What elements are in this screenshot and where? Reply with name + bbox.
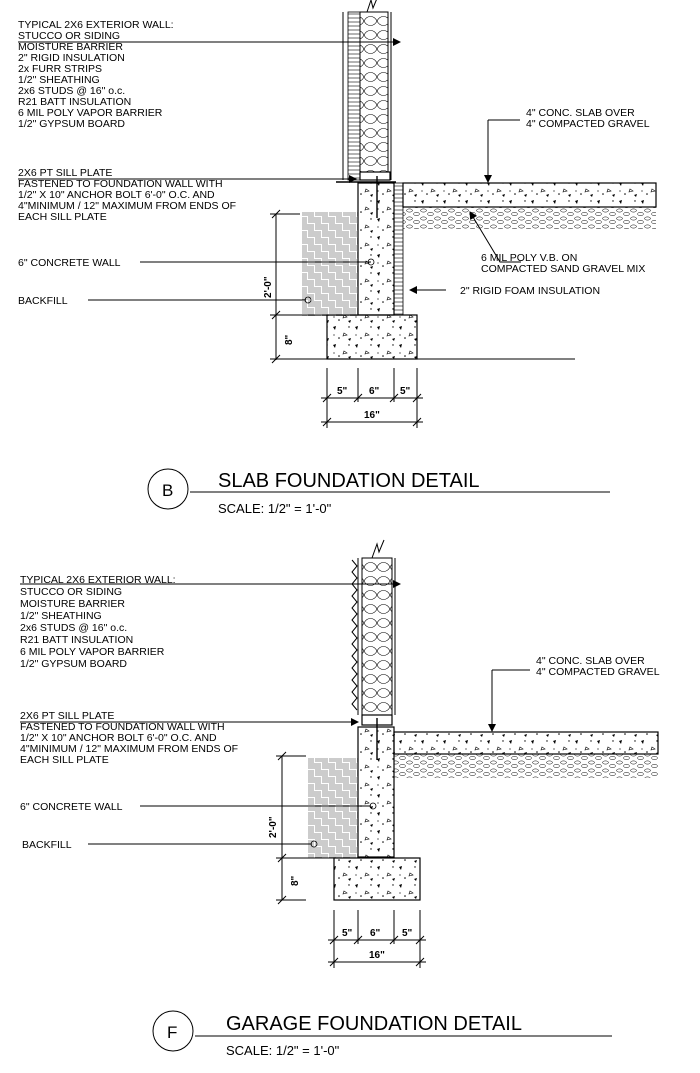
note-line: 1/2" X 10" ANCHOR BOLT 6'-0" O.C. AND (20, 732, 217, 744)
backfill-label-b: BACKFILL (18, 295, 68, 307)
dim-5a-b: 5" (337, 386, 348, 397)
break-line-f (371, 539, 385, 559)
note-line: 6 MIL POLY V.B. ON (481, 252, 577, 264)
note-line: R21 BATT INSULATION (18, 96, 131, 108)
note-line: 2x FURR STRIPS (18, 63, 102, 75)
dim-height-f: 2'-0" (268, 816, 279, 838)
backfill-label-f: BACKFILL (22, 839, 72, 851)
gravel-f (394, 754, 658, 778)
dim-16-b: 16" (364, 410, 380, 421)
footing-b (326, 314, 418, 360)
detail-f-garage-foundation (20, 539, 659, 1052)
concrete-wall-label-b: 6" CONCRETE WALL (18, 257, 121, 269)
backfill-b (302, 212, 358, 316)
scale-f: SCALE: 1/2" = 1'-0" (226, 1043, 340, 1058)
note-line: 2X6 PT SILL PLATE (18, 167, 112, 179)
dim-height-b: 2'-0" (263, 276, 274, 298)
note-line: 4" CONC. SLAB OVER (536, 655, 645, 667)
wall-notes-f: TYPICAL 2X6 EXTERIOR WALL:STUCCO OR SIDI… (20, 574, 176, 670)
note-line: EACH SILL PLATE (20, 754, 109, 766)
note-line: FASTENED TO FOUNDATION WALL WITH (18, 178, 223, 190)
rigid-insulation-b (347, 11, 361, 181)
note-line: 1/2" SHEATHING (20, 610, 102, 622)
note-line: 1/2" SHEATHING (18, 74, 100, 86)
note-line: 2X6 PT SILL PLATE (20, 710, 114, 722)
dim-6-b: 6" (369, 386, 380, 397)
stud-batt-b (359, 11, 389, 181)
wall-notes-b: TYPICAL 2X6 EXTERIOR WALL:STUCCO OR SIDI… (18, 19, 174, 130)
footing-f (333, 857, 421, 901)
dim-footing-f: 8" (290, 875, 301, 886)
vb-leader-b (469, 211, 521, 263)
sill-plate-b (359, 171, 391, 181)
backfill-f (308, 758, 358, 858)
title-f: GARAGE FOUNDATION DETAIL (226, 1013, 522, 1035)
note-line: R21 BATT INSULATION (20, 634, 133, 646)
detail-letter-f: F (167, 1023, 177, 1042)
concrete-wall-label-f: 6" CONCRETE WALL (20, 801, 123, 813)
scale-b: SCALE: 1/2" = 1'-0" (218, 501, 332, 516)
note-line: 4"MINIMUM / 12" MAXIMUM FROM ENDS OF (18, 200, 236, 212)
note-line: 4"MINIMUM / 12" MAXIMUM FROM ENDS OF (20, 743, 238, 755)
note-line: MOISTURE BARRIER (20, 598, 125, 610)
note-line: 1/2" GYPSUM BOARD (18, 118, 125, 130)
note-line: FASTENED TO FOUNDATION WALL WITH (20, 721, 225, 733)
slab-b (402, 182, 657, 208)
dim-5b-f: 5" (402, 928, 413, 939)
dim-5b-b: 5" (400, 386, 411, 397)
slab-f (393, 731, 659, 755)
note-line: 6 MIL POLY VAPOR BARRIER (18, 107, 163, 119)
wall-assembly-b (336, 0, 396, 183)
note-line: 4" COMPACTED GRAVEL (536, 666, 660, 678)
note-line: 6 MIL POLY VAPOR BARRIER (20, 646, 165, 658)
note-line: 2" RIGID INSULATION (18, 52, 125, 64)
note-line: STUCCO OR SIDING (18, 30, 120, 42)
wall-assembly-f (351, 539, 396, 726)
concrete-wall-f (357, 726, 395, 858)
dim-horizontal-b (321, 368, 423, 428)
note-line: COMPACTED SAND GRAVEL MIX (481, 263, 645, 275)
title-b: SLAB FOUNDATION DETAIL (218, 470, 480, 492)
siding-f (351, 559, 358, 711)
gravel-b (403, 207, 656, 229)
detail-marker-f (152, 1010, 194, 1052)
note-line: 4" COMPACTED GRAVEL (526, 118, 650, 130)
detail-marker-b (147, 468, 189, 510)
note-line: TYPICAL 2X6 EXTERIOR WALL: (18, 19, 174, 31)
dim-6-f: 6" (370, 928, 381, 939)
detail-b-slab-foundation (18, 0, 657, 510)
note-line: 1/2" GYPSUM BOARD (20, 658, 127, 670)
note-line: 2x6 STUDS @ 16" o.c. (18, 85, 125, 97)
note-line: TYPICAL 2X6 EXTERIOR WALL: (20, 574, 176, 586)
dim-5a-f: 5" (342, 928, 353, 939)
break-line-b (366, 0, 377, 13)
note-line: 1/2" X 10" ANCHOR BOLT 6'-0" O.C. AND (18, 189, 215, 201)
note-line: STUCCO OR SIDING (20, 586, 122, 598)
foam-label-b: 2" RIGID FOAM INSULATION (460, 285, 600, 297)
note-line: MOISTURE BARRIER (18, 41, 123, 53)
detail-letter-b: B (162, 481, 173, 500)
note-line: 4" CONC. SLAB OVER (526, 107, 635, 119)
concrete-wall-b (357, 182, 395, 316)
stud-batt-f (361, 557, 393, 716)
dim-footing-b: 8" (284, 334, 295, 345)
dim-horizontal-f (328, 910, 426, 968)
note-line: EACH SILL PLATE (18, 211, 107, 223)
note-line: 2x6 STUDS @ 16" o.c. (20, 622, 127, 634)
rigid-foam-b (393, 182, 404, 316)
dim-16-f: 16" (369, 950, 385, 961)
